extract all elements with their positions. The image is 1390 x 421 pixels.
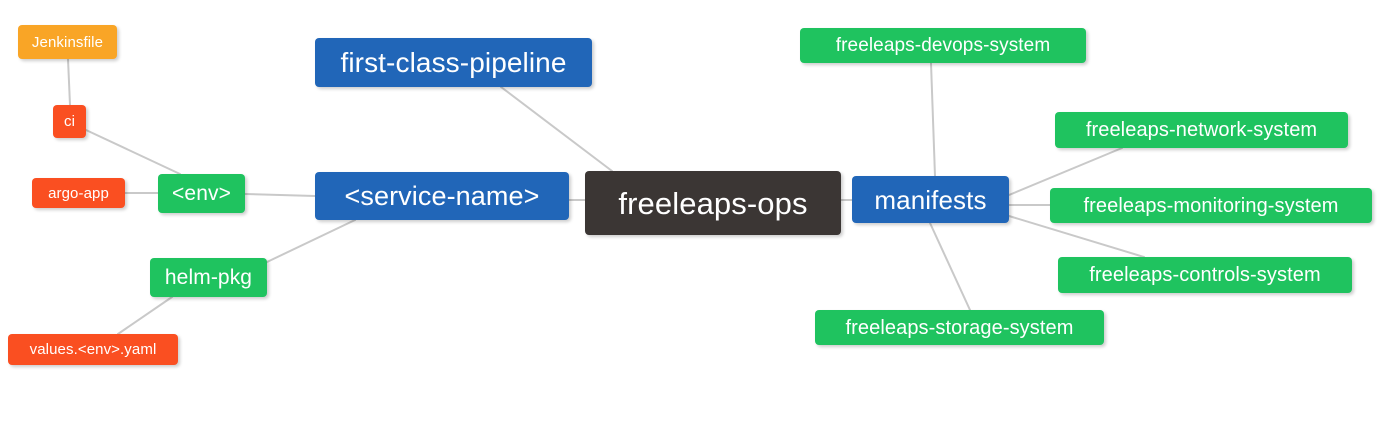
node-jenkinsfile[interactable]: Jenkinsfile [18, 25, 117, 59]
node-label-values-yaml: values.<env>.yaml [29, 341, 157, 358]
edge-env-to-service-name [244, 193, 316, 197]
edge-helm-pkg-to-values-yaml [117, 296, 173, 335]
edge-ci-to-env [85, 129, 181, 175]
node-label-freeleaps-storage-system: freeleaps-storage-system [845, 316, 1074, 339]
node-label-env: <env> [172, 182, 231, 205]
node-label-manifests: manifests [874, 184, 987, 215]
node-values-yaml[interactable]: values.<env>.yaml [8, 334, 178, 365]
node-first-class-pipeline[interactable]: first-class-pipeline [315, 38, 592, 87]
node-manifests[interactable]: manifests [852, 176, 1009, 223]
node-label-freeleaps-network-system: freeleaps-network-system [1085, 119, 1318, 141]
node-label-helm-pkg: helm-pkg [164, 266, 253, 289]
node-ci[interactable]: ci [53, 105, 86, 138]
edge-jenkinsfile-to-ci [67, 58, 71, 106]
node-label-first-class-pipeline: first-class-pipeline [340, 46, 567, 78]
edge-manifests-to-freeleaps-devops-system [930, 62, 936, 177]
node-argo-app[interactable]: argo-app [32, 178, 125, 208]
node-label-service-name: <service-name> [344, 180, 540, 211]
node-freeleaps-storage-system[interactable]: freeleaps-storage-system [815, 310, 1104, 345]
node-freeleaps-ops[interactable]: freeleaps-ops [585, 171, 841, 235]
node-freeleaps-network-system[interactable]: freeleaps-network-system [1055, 112, 1348, 148]
node-freeleaps-monitoring-system[interactable]: freeleaps-monitoring-system [1050, 188, 1372, 223]
node-env[interactable]: <env> [158, 174, 245, 213]
node-freeleaps-controls-system[interactable]: freeleaps-controls-system [1058, 257, 1352, 293]
node-label-freeleaps-monitoring-system: freeleaps-monitoring-system [1083, 194, 1339, 217]
edge-manifests-to-freeleaps-storage-system [929, 222, 971, 311]
node-label-ci: ci [63, 113, 76, 130]
node-label-freeleaps-ops: freeleaps-ops [618, 185, 808, 221]
edge-first-class-pipeline-to-freeleaps-ops [500, 86, 613, 172]
node-label-freeleaps-controls-system: freeleaps-controls-system [1089, 264, 1321, 286]
node-label-argo-app: argo-app [48, 184, 109, 202]
node-label-freeleaps-devops-system: freeleaps-devops-system [835, 35, 1051, 56]
node-service-name[interactable]: <service-name> [315, 172, 569, 220]
edge-service-name-to-helm-pkg [266, 219, 356, 263]
node-helm-pkg[interactable]: helm-pkg [150, 258, 267, 297]
node-label-jenkinsfile: Jenkinsfile [31, 33, 104, 51]
node-freeleaps-devops-system[interactable]: freeleaps-devops-system [800, 28, 1086, 63]
